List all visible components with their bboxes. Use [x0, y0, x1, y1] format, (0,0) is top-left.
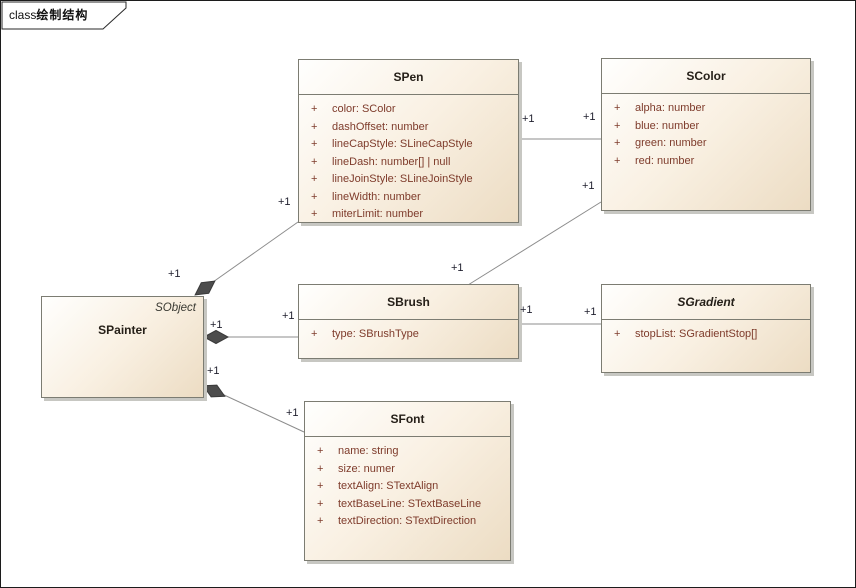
class-spainter[interactable]: SObject SPainter: [41, 296, 204, 398]
multiplicity-painter-font-target: +1: [286, 407, 299, 419]
composition-diamond-font: [202, 384, 226, 398]
attribute-row: + textDirection: STextDirection: [305, 513, 510, 531]
multiplicity-brush-color-target: +1: [582, 180, 595, 192]
attribute-text: lineWidth: number: [332, 190, 421, 203]
multiplicity-painter-brush-target: +1: [282, 310, 295, 322]
attribute-text: red: number: [635, 154, 695, 167]
attribute-row: + red: number: [602, 153, 810, 171]
frame-title-prefix: class: [9, 8, 37, 22]
visibility: +: [311, 138, 318, 150]
class-sgradient-name: SGradient: [602, 285, 810, 320]
multiplicity-painter-font-source: +1: [207, 365, 220, 377]
visibility: +: [311, 173, 318, 185]
multiplicity-painter-pen-target: +1: [278, 196, 291, 208]
attribute-row: + name: string: [305, 443, 510, 461]
composition-diamond-brush: [202, 329, 230, 345]
class-sgradient-attributes: + stopList: SGradientStop[]: [602, 320, 810, 344]
visibility: +: [311, 328, 318, 340]
visibility: +: [311, 208, 318, 220]
attribute-text: lineCapStyle: SLineCapStyle: [332, 138, 473, 150]
multiplicity-brush-color-source: +1: [451, 262, 464, 274]
attribute-text: miterLimit: number: [332, 208, 424, 220]
attribute-text: stopList: SGradientStop[]: [635, 328, 758, 340]
multiplicity-pen-color-source: +1: [522, 113, 535, 125]
attribute-row: + alpha: number: [602, 100, 810, 118]
class-sbrush-name: SBrush: [299, 285, 518, 320]
attribute-text: green: number: [635, 137, 707, 149]
attribute-text: textAlign: STextAlign: [338, 480, 439, 492]
visibility: +: [311, 103, 318, 115]
visibility: +: [311, 120, 318, 133]
multiplicity-painter-brush-source: +1: [210, 319, 223, 331]
visibility: +: [311, 155, 318, 168]
connector-painter-pen[interactable]: [212, 221, 299, 283]
visibility: +: [317, 497, 324, 510]
frame-title-text: 绘制结构: [36, 8, 89, 22]
class-scolor[interactable]: SColor + alpha: number + blue: number + gre…: [601, 58, 811, 211]
class-spen-attributes: + color: SColor + dashOffset: number + line…: [299, 95, 518, 224]
attribute-row: + miterLimit: number: [299, 206, 518, 224]
visibility: +: [317, 515, 324, 527]
multiplicity-brush-gradient-source: +1: [520, 304, 533, 316]
attribute-text: lineDash: number[] | null: [332, 155, 451, 168]
class-scolor-name: SColor: [602, 59, 810, 94]
attribute-row: + green: number: [602, 135, 810, 153]
attribute-text: size: numer: [338, 462, 395, 475]
visibility: +: [317, 480, 324, 492]
visibility: +: [311, 190, 318, 203]
attribute-row: + stopList: SGradientStop[]: [602, 326, 810, 344]
class-sfont[interactable]: SFont + name: string + size: numer + textAl…: [304, 401, 511, 561]
attribute-row: + textBaseLine: STextBaseLine: [305, 496, 510, 514]
attribute-row: + lineDash: number[] | null: [299, 154, 518, 172]
attribute-text: alpha: number: [635, 102, 706, 114]
class-spen[interactable]: SPen + color: SColor + dashOffset: number …: [298, 59, 519, 223]
attribute-text: color: SColor: [332, 103, 396, 115]
frame-title: class绘制结构: [9, 6, 88, 23]
attribute-text: type: SBrushType: [332, 328, 419, 340]
visibility: +: [614, 137, 621, 149]
attribute-text: textDirection: STextDirection: [338, 515, 477, 527]
visibility: +: [317, 445, 324, 457]
class-sbrush[interactable]: SBrush + type: SBrushType: [298, 284, 519, 359]
attribute-text: name: string: [338, 445, 399, 457]
attribute-text: textBaseLine: STextBaseLine: [338, 497, 482, 510]
visibility: +: [614, 154, 621, 167]
visibility: +: [614, 102, 621, 114]
visibility: +: [614, 119, 621, 132]
attribute-row: + lineCapStyle: SLineCapStyle: [299, 136, 518, 154]
attribute-row: + color: SColor: [299, 101, 518, 119]
class-spainter-stereotype: SObject: [155, 302, 196, 314]
multiplicity-brush-gradient-target: +1: [584, 306, 597, 318]
attribute-row: + type: SBrushType: [299, 326, 518, 344]
multiplicity-pen-color-target: +1: [583, 111, 596, 123]
attribute-text: dashOffset: number: [332, 120, 429, 133]
attribute-row: + lineWidth: number: [299, 189, 518, 207]
visibility: +: [614, 328, 621, 340]
attribute-row: + dashOffset: number: [299, 119, 518, 137]
attribute-row: + textAlign: STextAlign: [305, 478, 510, 496]
attribute-text: lineJoinStyle: SLineJoinStyle: [332, 173, 473, 185]
attribute-row: + blue: number: [602, 118, 810, 136]
class-spen-name: SPen: [299, 60, 518, 95]
class-sfont-name: SFont: [305, 402, 510, 437]
class-sfont-attributes: + name: string + size: numer + textAlign: S…: [305, 437, 510, 531]
class-spainter-name: SPainter: [98, 323, 147, 337]
multiplicity-painter-pen-source: +1: [168, 268, 181, 280]
attribute-text: blue: number: [635, 119, 700, 132]
attribute-row: + lineJoinStyle: SLineJoinStyle: [299, 171, 518, 189]
visibility: +: [317, 462, 324, 475]
class-sbrush-attributes: + type: SBrushType: [299, 320, 518, 344]
class-scolor-attributes: + alpha: number + blue: number + green: num…: [602, 94, 810, 170]
attribute-row: + size: numer: [305, 461, 510, 479]
class-sgradient[interactable]: SGradient + stopList: SGradientStop[]: [601, 284, 811, 373]
